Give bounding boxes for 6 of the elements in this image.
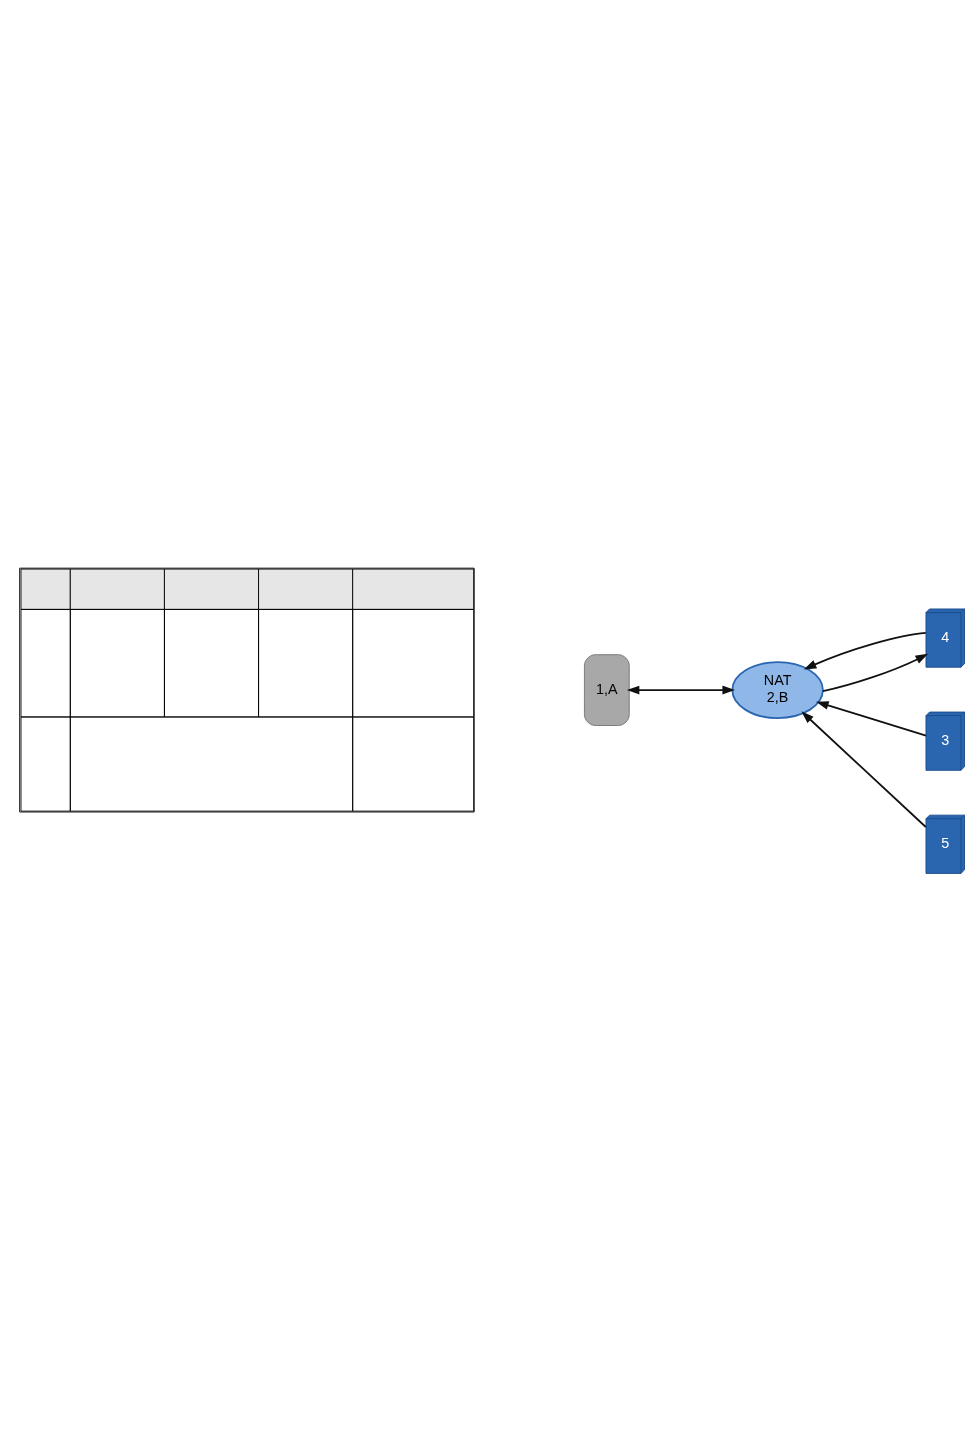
arrow <box>801 711 927 828</box>
node-box: 1,A <box>583 654 630 726</box>
arrow <box>816 701 927 737</box>
arrow <box>626 685 735 695</box>
arrow <box>803 631 927 670</box>
arrow <box>822 653 929 693</box>
